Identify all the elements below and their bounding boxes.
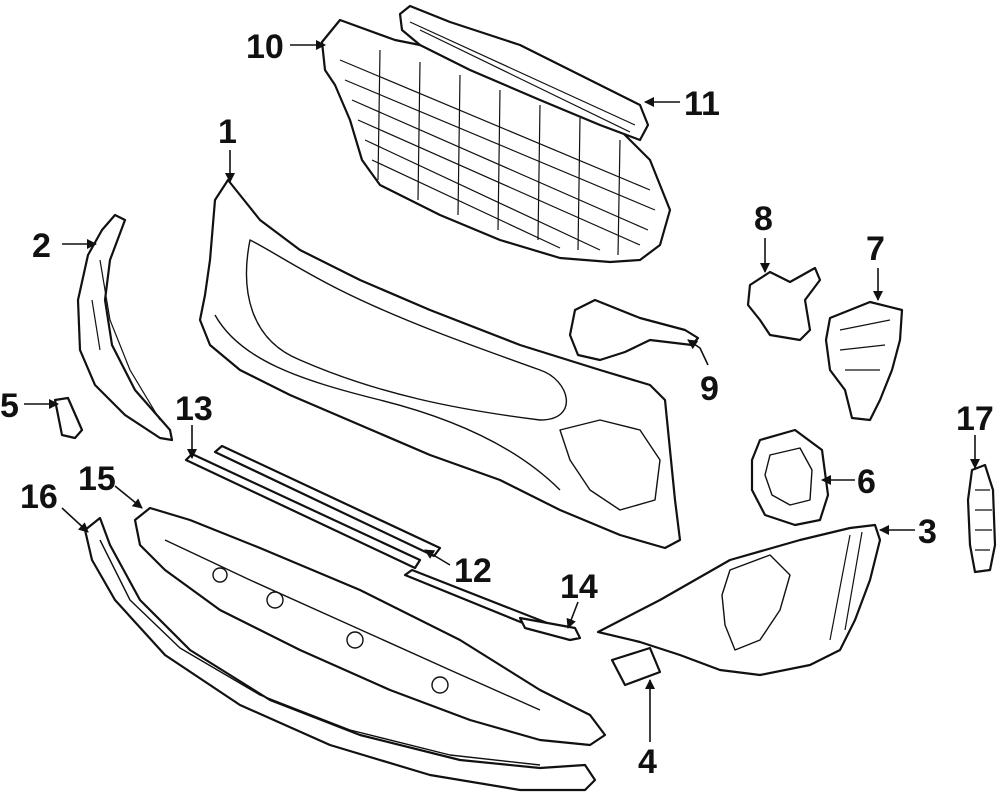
callout-10: 10 — [246, 28, 284, 66]
leader-lines — [24, 40, 980, 742]
leader-16 — [61, 507, 89, 533]
part-15-skid-plate[interactable] — [133, 506, 607, 747]
callout-12: 12 — [454, 552, 492, 590]
callout-4: 4 — [638, 743, 657, 781]
part-11-upper-reinforcement[interactable] — [398, 4, 650, 142]
callout-6: 6 — [857, 463, 876, 501]
callout-labels: 1 2 3 4 5 6 7 8 9 10 11 12 13 14 15 16 1… — [0, 28, 994, 781]
callout-5: 5 — [0, 387, 19, 425]
part-3-side-grille[interactable] — [596, 523, 882, 677]
part-16-lower-lip[interactable] — [83, 516, 597, 792]
callout-14: 14 — [560, 568, 598, 606]
part-17-side-strip[interactable] — [966, 463, 997, 574]
callout-11: 11 — [684, 85, 720, 123]
callout-8: 8 — [754, 200, 773, 238]
part-9-mounting-bracket[interactable] — [568, 298, 700, 362]
callout-3: 3 — [918, 513, 937, 551]
leader-14 — [566, 601, 579, 629]
leader-15 — [114, 485, 143, 509]
part-2-left-side-trim[interactable] — [76, 213, 174, 442]
callout-15: 15 — [78, 460, 116, 498]
callout-2: 2 — [32, 227, 51, 265]
part-5-clip[interactable] — [53, 396, 84, 440]
callout-1: 1 — [218, 113, 237, 151]
callout-9: 9 — [700, 370, 719, 408]
part-4-plug-cover[interactable] — [610, 646, 662, 687]
part-1-bumper-cover[interactable] — [198, 178, 682, 550]
callout-7: 7 — [866, 230, 885, 268]
part-7-side-bracket[interactable] — [824, 300, 904, 422]
part-6-fog-lamp-bezel[interactable] — [750, 428, 830, 527]
callout-16: 16 — [20, 478, 58, 516]
leader-12 — [424, 549, 451, 566]
callout-13: 13 — [175, 390, 213, 428]
part-14-trim-strip[interactable] — [518, 616, 582, 642]
part-8-bracket[interactable] — [746, 266, 822, 342]
callout-17: 17 — [956, 400, 994, 438]
leader-9 — [687, 339, 709, 366]
